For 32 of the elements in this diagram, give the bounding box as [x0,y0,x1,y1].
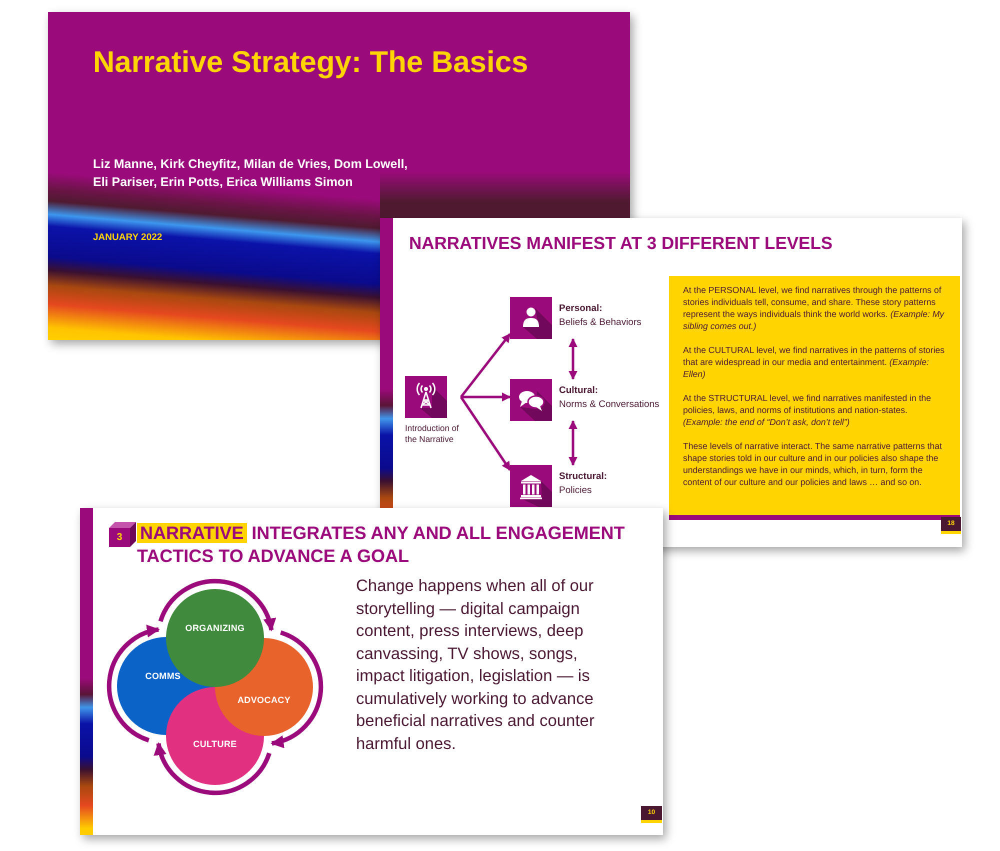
curved-arrow [154,742,272,796]
circle-label: ADVOCACY [237,694,291,706]
curved-arrow [270,630,324,748]
circle-label: COMMS [145,670,181,682]
explanation-paragraph: At the STRUCTURAL level, we find narratives manifested in the policies, laws, and norms of institutions and nation-states. (Example: the end of “Don’t ask, don’t tell”) [683,392,932,428]
arrow [460,333,511,398]
slide-heading: NARRATIVE INTEGRATES ANY AND ALL ENGAGEMENT TACTICS TO ADVANCE A GOAL [137,522,626,568]
level-name: Personal: [559,303,602,315]
explanation-paragraph: These levels of narrative interact. The same narrative patterns that shape stories told in our culture and in our policies also shape the understandings we have in our minds, which, in turn, form the content of our culture and our policies and laws … and so on. [683,440,943,488]
double-headed-arrow [568,338,578,380]
curved-arrow [106,625,160,742]
double-headed-arrow [568,420,578,466]
icon-caption: Introduction of the Narrative [405,423,460,445]
circle-label: CULTURE [193,738,237,750]
level-name: Structural: [559,471,608,483]
circle-label: ORGANIZING [185,622,245,634]
author-list: Liz Manne, Kirk Cheyfitz, Milan de Vries, Dom Lowell, Eli Pariser, Erin Potts, Erica Williams Simon [93,155,418,191]
slide-title: Narrative Strategy: The Basics [93,45,528,81]
slide-date: JANUARY 2022 [93,232,162,244]
slide-heading: NARRATIVES MANIFEST AT 3 DIFFERENT LEVELS [409,232,833,254]
level-description: Norms & Conversations [559,399,660,411]
level-description: Policies [559,485,592,497]
curved-arrow [158,578,276,632]
paragraph: Change happens when all of our storytelling — digital campaign content, press interviews, deep canvassing, TV shows, songs, impact litigation, legislation — is cumulatively working to advance beneficial narratives and counter harmful ones. [356,576,596,754]
level-name: Cultural: [559,385,598,397]
step-number-badge: 3 [109,522,136,547]
level-description: Beliefs & Behaviors [559,317,642,329]
explanation-paragraph: At the CULTURAL level, we find narratives in the patterns of stories that are widespread in our media and entertainment. (Example: Ellen) [683,344,946,380]
arrow [460,396,512,471]
text-panel [669,276,960,520]
explanation-paragraph: At the PERSONAL level, we find narratives through the patterns of stories individuals tell, consume, and share. These story patterns represent the ways individuals think the world works. (Example: My sibling comes out.) [683,284,946,332]
arrow [461,392,511,402]
